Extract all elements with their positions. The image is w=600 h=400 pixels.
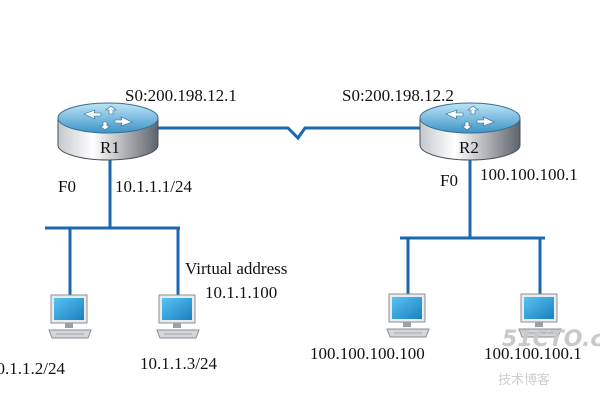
r2-serial-label: S0:200.198.12.2: [342, 86, 454, 105]
virtual-address-ip: 10.1.1.100: [205, 283, 277, 302]
router-arrows-icon: [445, 105, 495, 131]
router-r1-name: R1: [100, 138, 120, 157]
host-pc-icon-3: [386, 293, 430, 338]
watermark-logo: 51CTO.com: [502, 327, 600, 352]
router-r1: R1: [57, 102, 159, 161]
host-pc-icon-2: [156, 294, 200, 339]
r1-eth-port-label: F0: [58, 177, 76, 196]
serial-link: [145, 126, 424, 141]
virtual-address-label: Virtual address: [185, 259, 287, 278]
router-arrows-icon: [83, 105, 133, 131]
r2-eth-ip-label: 100.100.100.1: [480, 165, 578, 184]
r1-serial-label: S0:200.198.12.1: [125, 86, 237, 105]
router-r2-name: R2: [459, 138, 479, 157]
host-ip-label-3: 100.100.100.100: [310, 344, 425, 363]
r1-eth-ip-label: 10.1.1.1/24: [115, 177, 192, 196]
host-ip-label-2: 10.1.1.3/24: [140, 354, 217, 373]
r2-eth-port-label: F0: [440, 171, 458, 190]
host-ip-label-1: 10.1.1.2/24: [0, 359, 65, 378]
router-r2: R2: [419, 102, 521, 161]
watermark-subtitle: 技术博客: [498, 372, 550, 388]
host-pc-icon-1: [48, 294, 92, 339]
host-ip-label-4: 100.100.100.1: [484, 344, 582, 363]
